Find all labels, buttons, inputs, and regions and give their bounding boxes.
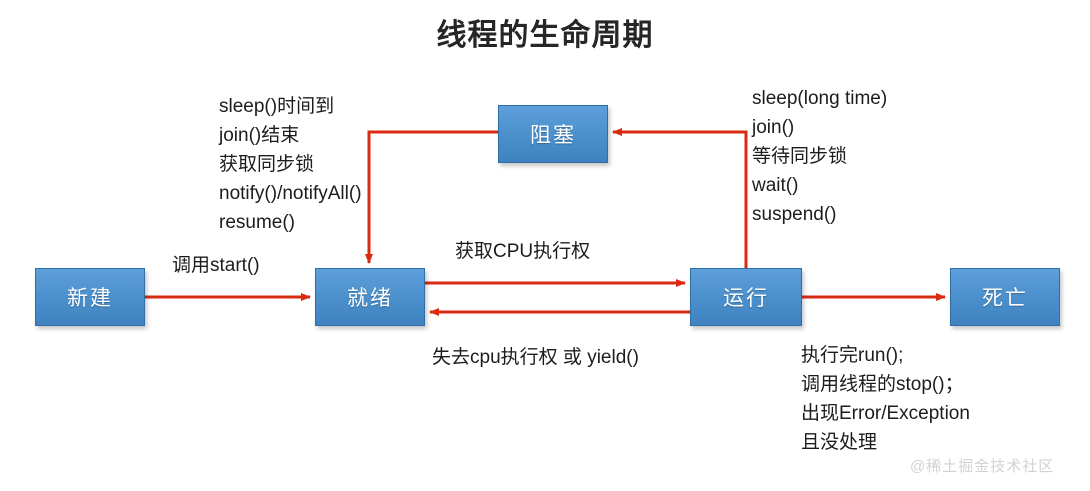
label-death-conditions: 执行完run(); 调用线程的stop()； 出现Error/Exception…	[801, 345, 970, 453]
label-start-call: 调用start()	[172, 255, 260, 276]
node-running[interactable]: 运行	[690, 268, 802, 326]
edge-running-to-blocked	[612, 128, 748, 268]
node-dead[interactable]: 死亡	[950, 268, 1060, 326]
node-dead-label: 死亡	[982, 287, 1028, 310]
page-title: 线程的生命周期	[436, 19, 654, 52]
label-lose-cpu: 失去cpu执行权 或 yield()	[432, 347, 639, 368]
label-unblock-conditions: sleep()时间到 join()结束 获取同步锁 notify()/notif…	[219, 96, 362, 233]
node-new[interactable]: 新建	[35, 268, 145, 326]
label-block-conditions: sleep(long time) join() 等待同步锁 wait() sus…	[752, 88, 888, 225]
node-ready[interactable]: 就绪	[315, 268, 425, 326]
label-get-cpu: 获取CPU执行权	[455, 241, 591, 262]
node-blocked[interactable]: 阻塞	[498, 105, 608, 163]
edge-blocked-to-ready	[365, 130, 498, 264]
watermark: @稀土掘金技术社区	[910, 458, 1055, 475]
node-running-label: 运行	[723, 287, 769, 310]
node-ready-label: 就绪	[347, 287, 393, 310]
node-blocked-label: 阻塞	[530, 124, 576, 147]
node-new-label: 新建	[67, 287, 113, 310]
